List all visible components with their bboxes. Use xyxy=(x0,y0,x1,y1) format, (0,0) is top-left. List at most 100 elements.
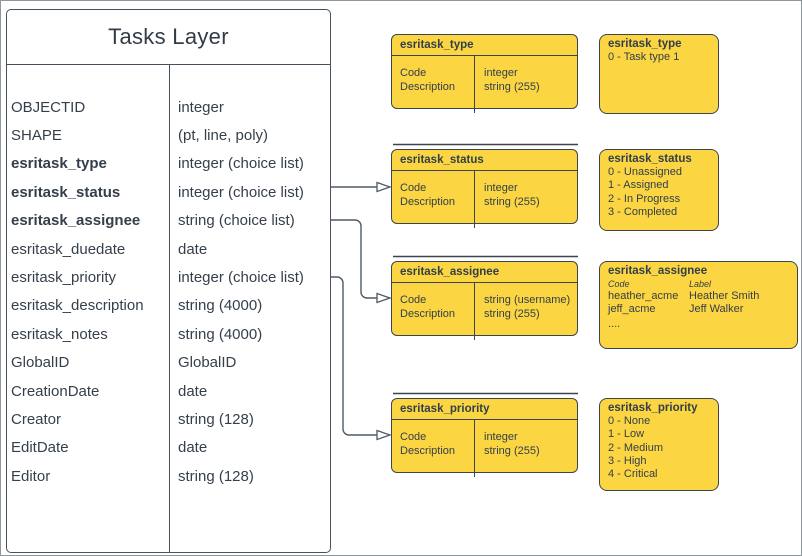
connector-esritask-priority xyxy=(331,276,377,436)
field-name: EditDate xyxy=(11,439,69,457)
value-list-title: esritask_assignee xyxy=(608,265,708,277)
domain-field-name: Code xyxy=(400,431,427,443)
column-divider xyxy=(169,65,171,552)
domain-field-type: string (255) xyxy=(484,444,540,457)
field-row: esritask_priority integer (choice list) xyxy=(7,263,330,291)
column-divider xyxy=(474,56,476,113)
value-row: jeff_acme Jeff Walker xyxy=(608,303,789,316)
connector-esritask-assignee xyxy=(331,219,377,299)
domain-field-type: integer xyxy=(484,182,518,194)
field-row: esritask_type integer (choice list) xyxy=(7,150,330,178)
domain-table-esritask-type: esritask_type Code Description integer s… xyxy=(391,34,578,113)
field-row: OBJECTID integer xyxy=(7,93,330,121)
field-name: esritask_description xyxy=(11,297,144,315)
field-type: date xyxy=(178,382,208,400)
field-type: GlobalID xyxy=(178,354,237,372)
field-row: esritask_status integer (choice list) xyxy=(7,178,330,206)
value-code: heather_acme xyxy=(608,290,679,303)
value-item: 0 - Unassigned xyxy=(608,166,682,179)
domain-field-name: Description xyxy=(400,80,456,93)
field-name: esritask_priority xyxy=(11,269,117,287)
value-item: 4 - Critical xyxy=(608,468,658,481)
field-type: string (128) xyxy=(178,410,254,428)
field-type: date xyxy=(178,240,208,258)
domain-field-name: Description xyxy=(400,195,456,208)
domain-field-type: string (username) xyxy=(484,294,571,306)
value-item: 0 - None xyxy=(608,415,651,428)
field-type: string (4000) xyxy=(178,325,263,343)
arrowhead-esritask-assignee xyxy=(376,292,392,304)
domain-field-name: Code xyxy=(400,182,427,194)
value-item: 1 - Low xyxy=(608,428,645,441)
field-list: OBJECTID integer SHAPE (pt, line, poly) … xyxy=(7,65,330,490)
field-row: EditDate date xyxy=(7,434,330,462)
field-name: Editor xyxy=(11,467,51,485)
field-type: integer xyxy=(178,98,224,116)
value-item: 0 - Task type 1 xyxy=(608,51,680,64)
value-item: 2 - In Progress xyxy=(608,192,681,205)
domain-table-title: esritask_assignee xyxy=(392,262,577,283)
field-name: esritask_duedate xyxy=(11,240,126,258)
arrowhead-esritask-priority xyxy=(376,429,392,441)
domain-table-title: esritask_priority xyxy=(392,399,577,420)
column-divider xyxy=(474,283,476,340)
column-header-code: Code xyxy=(608,279,630,290)
field-type: (pt, line, poly) xyxy=(178,127,269,145)
field-type: integer (choice list) xyxy=(178,269,304,287)
field-name: SHAPE xyxy=(11,127,62,145)
domain-table-esritask-status: esritask_status Code Description integer… xyxy=(391,149,578,228)
domain-field-type: string (255) xyxy=(484,80,540,93)
value-list-title: esritask_priority xyxy=(608,402,698,414)
value-item: 3 - High xyxy=(608,454,647,467)
field-name: esritask_notes xyxy=(11,325,108,343)
field-name: Creator xyxy=(11,410,62,428)
arrowhead-esritask-status xyxy=(376,181,392,193)
field-name: CreationDate xyxy=(11,382,100,400)
domain-field-type: integer xyxy=(484,67,518,79)
domain-field-name: Description xyxy=(400,307,456,320)
domain-table-title: esritask_status xyxy=(392,150,577,171)
field-type: string (4000) xyxy=(178,297,263,315)
domain-field-name: Description xyxy=(400,444,456,457)
domain-field-type: string (255) xyxy=(484,307,540,320)
value-code: jeff_acme xyxy=(608,303,656,316)
domain-field-name: Code xyxy=(400,294,427,306)
field-row: esritask_description string (4000) xyxy=(7,292,330,320)
field-name: esritask_status xyxy=(11,183,121,201)
field-type: integer (choice list) xyxy=(178,183,304,201)
value-item: 1 - Assigned xyxy=(608,179,669,192)
field-row: Editor string (128) xyxy=(7,462,330,490)
field-name: GlobalID xyxy=(11,354,70,372)
field-row: esritask_notes string (4000) xyxy=(7,320,330,348)
domain-table-esritask-assignee: esritask_assignee Code Description strin… xyxy=(391,261,578,340)
value-list-ellipsis: .... xyxy=(608,317,621,330)
field-type: string (128) xyxy=(178,467,254,485)
value-item: 3 - Completed xyxy=(608,205,678,218)
field-name: OBJECTID xyxy=(11,98,86,116)
column-divider xyxy=(474,171,476,228)
field-row: esritask_duedate date xyxy=(7,235,330,263)
value-list-esritask-type: esritask_type 0 - Task type 1 xyxy=(599,34,719,114)
field-type: integer (choice list) xyxy=(178,155,304,173)
field-type: date xyxy=(178,439,208,457)
field-name: esritask_type xyxy=(11,155,107,173)
field-row: Creator string (128) xyxy=(7,405,330,433)
value-list-esritask-assignee: esritask_assignee Code Label heather_acm… xyxy=(599,261,798,349)
domain-table-esritask-priority: esritask_priority Code Description integ… xyxy=(391,398,578,477)
field-type: string (choice list) xyxy=(178,212,295,230)
domain-field-type: integer xyxy=(484,431,518,443)
column-header-label: Label xyxy=(689,279,712,290)
domain-table-title: esritask_type xyxy=(392,35,577,56)
column-divider xyxy=(474,420,476,477)
value-label: Jeff Walker xyxy=(689,303,744,316)
tasks-layer-table: Tasks Layer OBJECTID integer SHAPE (pt, … xyxy=(6,9,331,553)
field-row: CreationDate date xyxy=(7,377,330,405)
domain-field-type: string (255) xyxy=(484,195,540,208)
value-item: 2 - Medium xyxy=(608,441,664,454)
field-name: esritask_assignee xyxy=(11,212,141,230)
value-list-column-headers: Code Label xyxy=(608,278,789,290)
field-row: SHAPE (pt, line, poly) xyxy=(7,121,330,149)
domain-field-name: Code xyxy=(400,67,427,79)
